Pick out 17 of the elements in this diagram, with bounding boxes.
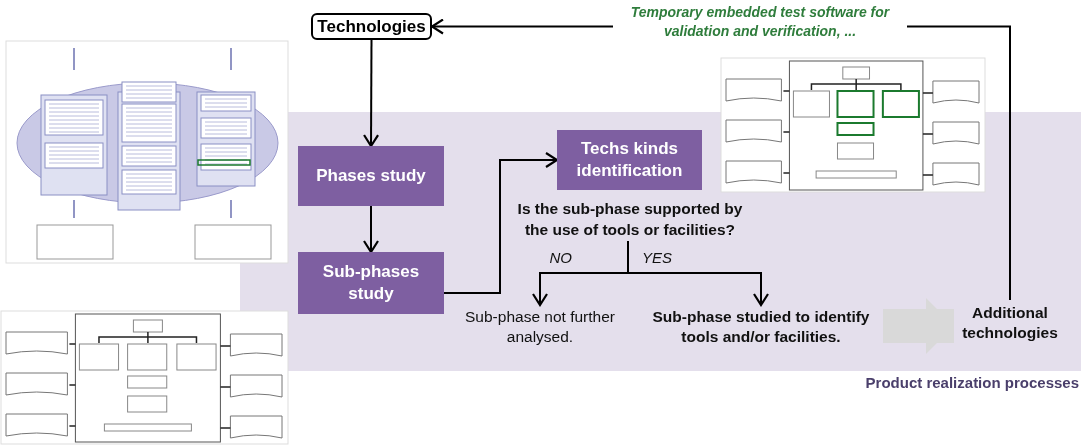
outcome-text: Sub-phase studied to identify tools and/or facilities. [651, 306, 871, 347]
arrow [443, 151, 559, 294]
section-heading: Product realization processes [865, 374, 1079, 391]
process-box [298, 252, 444, 314]
box-label: Sub-phases study [321, 260, 421, 305]
outcome-text: Sub-phase not further analysed. [464, 306, 616, 347]
question-text: Is the sub-phase supported by the use of tools or facilities? [516, 199, 744, 240]
arrow [362, 39, 380, 148]
edge-label: Temporary embedded test software for validation and verification, ... [613, 3, 907, 41]
box-label: Techs kinds identification [575, 137, 684, 182]
process-box [298, 146, 444, 206]
arrow [362, 205, 380, 254]
box-label: Technologies [317, 16, 426, 37]
process-box [557, 130, 702, 190]
box-label: Phases study [316, 164, 426, 187]
terminal-box [311, 13, 432, 40]
outcome-text: Additional technologies [961, 302, 1059, 343]
